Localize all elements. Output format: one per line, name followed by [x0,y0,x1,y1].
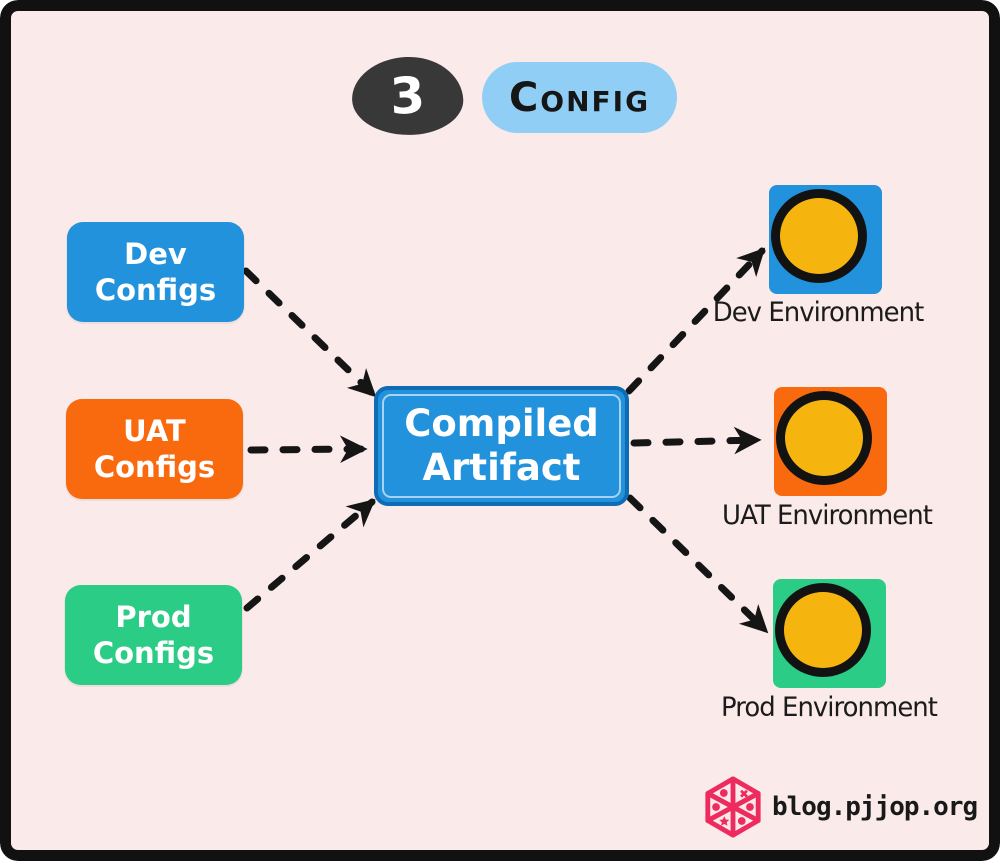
dev-configs-node: Dev Configs [67,222,244,322]
brand: blog.pjjop.org [702,776,978,838]
brand-logo-icon [705,776,761,838]
prod-configs-node: Prod Configs [65,585,242,685]
arrow-artifact-to-prod-env [626,494,769,634]
dev-environment-label: Dev Environment [712,297,925,328]
arrow-dev-configs-to-artifact [242,267,377,398]
brand-text: blog.pjjop.org [772,792,978,822]
environment-circle-icon [771,189,867,283]
arrow-artifact-to-uat-env [630,426,762,455]
prod-environment-label: Prod Environment [721,692,938,723]
uat-configs-node: UAT Configs [66,399,243,499]
uat-environment-node [774,387,887,496]
diagram-title: Config [508,74,651,121]
arrow-prod-configs-to-artifact [243,498,376,612]
uat-environment-label: UAT Environment [722,500,933,531]
environment-circle-icon [776,391,872,485]
arrow-uat-configs-to-artifact [247,435,368,464]
environment-circle-icon [775,583,871,677]
arrow-artifact-to-dev-env [625,247,766,395]
dev-environment-node [769,185,882,294]
step-number: 3 [388,66,427,126]
compiled-artifact-node: Compiled Artifact [374,386,629,506]
prod-environment-node [773,579,886,688]
title-pill: Config [482,62,677,133]
